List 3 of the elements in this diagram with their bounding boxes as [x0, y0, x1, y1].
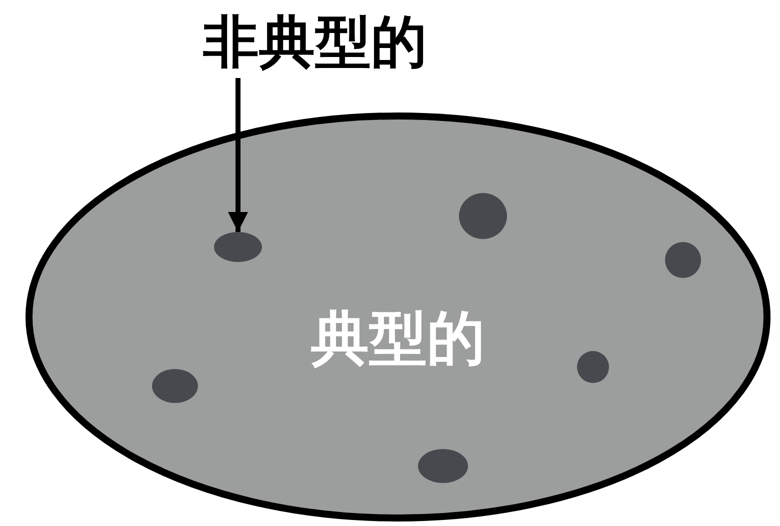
region-label: 典型的 — [311, 303, 485, 374]
arrow — [228, 78, 248, 232]
title-label: 非典型的 — [203, 10, 427, 76]
